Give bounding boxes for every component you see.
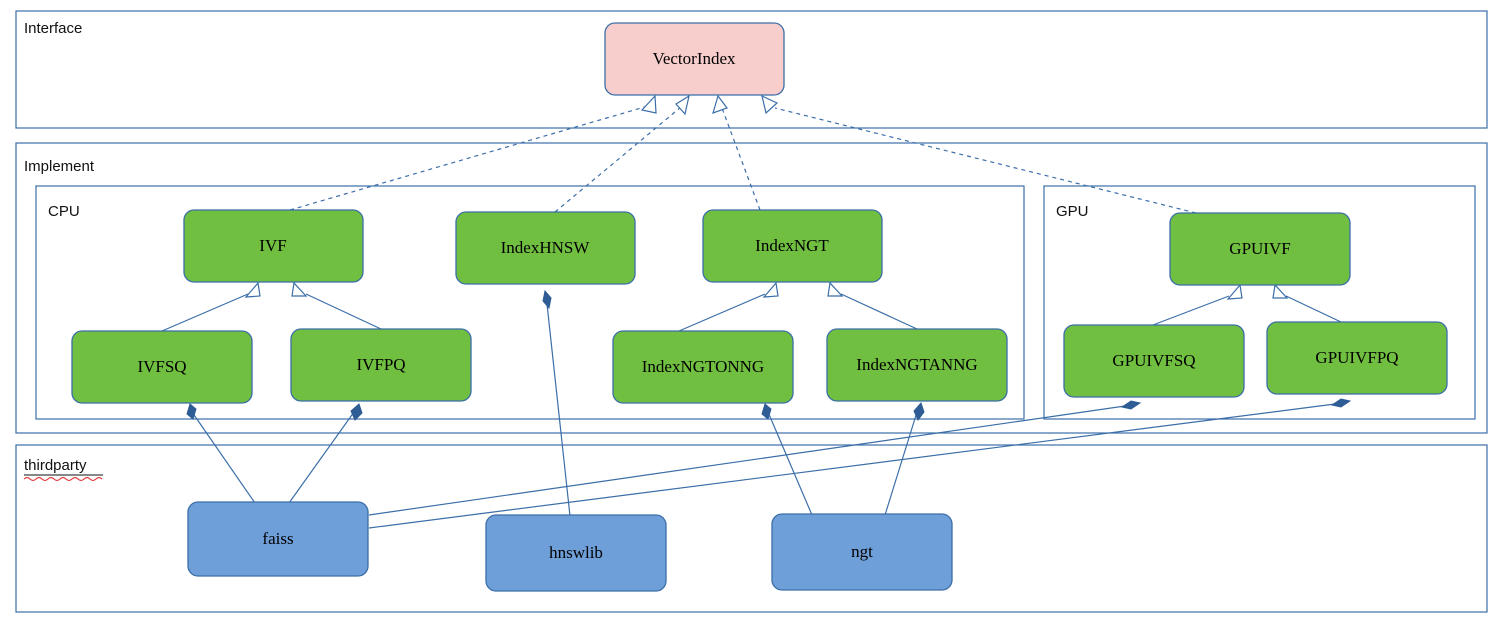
node-label-ngt: ngt bbox=[851, 542, 873, 561]
node-label-gpuivfpq: GPUIVFPQ bbox=[1315, 348, 1398, 367]
edge-group-compositions bbox=[186, 289, 1352, 529]
node-rect-indexngt[interactable] bbox=[702, 209, 883, 283]
node-label-gpuivfsq: GPUIVFSQ bbox=[1112, 351, 1195, 370]
edge-group-generalizations bbox=[161, 281, 1342, 332]
node-label-indexngtonng: IndexNGTONNG bbox=[642, 357, 764, 376]
spellcheck-squiggle-icon bbox=[23, 476, 103, 482]
edge-hnswlib-to-indexhnsw bbox=[542, 289, 571, 517]
node-rect-ivfsq[interactable] bbox=[71, 330, 253, 404]
node-rect-ivfpq[interactable] bbox=[290, 328, 472, 402]
node-label-faiss: faiss bbox=[262, 529, 293, 548]
node-label-ivfpq: IVFPQ bbox=[356, 355, 405, 374]
edge-faiss-to-ivfsq bbox=[186, 403, 256, 504]
edge-indexhnsw-to-vectorindex bbox=[554, 94, 690, 213]
edge-indexngtanng-to-indexngt bbox=[827, 281, 918, 330]
node-rect-ngt[interactable] bbox=[771, 513, 953, 591]
node-vectorindex[interactable]: VectorIndex bbox=[604, 22, 785, 96]
node-indexngtonng[interactable]: IndexNGTONNG bbox=[612, 330, 794, 404]
edge-faiss-to-gpuivfsq bbox=[368, 400, 1142, 516]
node-indexngt[interactable]: IndexNGT bbox=[702, 209, 883, 283]
node-ivf[interactable]: IVF bbox=[183, 209, 364, 283]
node-faiss[interactable]: faiss bbox=[187, 501, 369, 577]
node-rect-vectorindex[interactable] bbox=[604, 22, 785, 96]
container-label-implement: Implement bbox=[24, 158, 95, 175]
node-rect-gpuivfpq[interactable] bbox=[1266, 321, 1448, 395]
edge-ivfpq-to-ivf bbox=[291, 281, 382, 330]
edge-group-realizations bbox=[289, 94, 1197, 214]
node-rect-hnswlib[interactable] bbox=[485, 514, 667, 592]
edge-ngt-to-indexngtonng bbox=[761, 403, 813, 516]
container-label-gpu: GPU bbox=[1056, 203, 1089, 220]
node-label-gpuivf: GPUIVF bbox=[1229, 239, 1290, 258]
edge-gpuivfsq-to-gpuivf bbox=[1152, 283, 1243, 326]
edge-faiss-to-gpuivfpq bbox=[368, 398, 1352, 529]
edge-gpuivf-to-vectorindex bbox=[761, 94, 1197, 214]
node-rect-gpuivf[interactable] bbox=[1169, 212, 1351, 286]
node-gpuivfpq[interactable]: GPUIVFPQ bbox=[1266, 321, 1448, 395]
node-ivfsq[interactable]: IVFSQ bbox=[71, 330, 253, 404]
node-gpuivfsq[interactable]: GPUIVFSQ bbox=[1063, 324, 1245, 398]
node-rect-gpuivfsq[interactable] bbox=[1063, 324, 1245, 398]
edge-indexngtonng-to-indexngt bbox=[678, 281, 779, 332]
node-label-ivf: IVF bbox=[259, 236, 286, 255]
node-rect-faiss[interactable] bbox=[187, 501, 369, 577]
node-label-ivfsq: IVFSQ bbox=[137, 357, 186, 376]
node-label-indexngt: IndexNGT bbox=[755, 236, 829, 255]
container-label-cpu: CPU bbox=[48, 203, 80, 220]
node-rect-indexngtanng[interactable] bbox=[826, 328, 1008, 402]
edge-gpuivfpq-to-gpuivf bbox=[1272, 283, 1342, 323]
node-rect-indexngtonng[interactable] bbox=[612, 330, 794, 404]
node-rect-ivf[interactable] bbox=[183, 209, 364, 283]
node-label-vectorindex: VectorIndex bbox=[652, 49, 736, 68]
node-indexhnsw[interactable]: IndexHNSW bbox=[455, 211, 636, 285]
container-label-interface: Interface bbox=[24, 20, 82, 37]
node-label-indexngtanng: IndexNGTANNG bbox=[856, 355, 977, 374]
node-ngt[interactable]: ngt bbox=[771, 513, 953, 591]
node-rect-indexhnsw[interactable] bbox=[455, 211, 636, 285]
node-indexngtanng[interactable]: IndexNGTANNG bbox=[826, 328, 1008, 402]
node-label-hnswlib: hnswlib bbox=[549, 543, 603, 562]
edge-ivfsq-to-ivf bbox=[161, 281, 261, 332]
edge-faiss-to-ivfpq bbox=[288, 403, 363, 504]
edge-indexngt-to-vectorindex bbox=[712, 94, 761, 211]
node-gpuivf[interactable]: GPUIVF bbox=[1169, 212, 1351, 286]
node-ivfpq[interactable]: IVFPQ bbox=[290, 328, 472, 402]
container-label-thirdparty: thirdparty bbox=[24, 457, 87, 474]
edge-ivf-to-vectorindex bbox=[289, 94, 657, 211]
edge-ngt-to-indexngtanng bbox=[884, 402, 925, 516]
node-hnswlib[interactable]: hnswlib bbox=[485, 514, 667, 592]
node-label-indexhnsw: IndexHNSW bbox=[501, 238, 591, 257]
